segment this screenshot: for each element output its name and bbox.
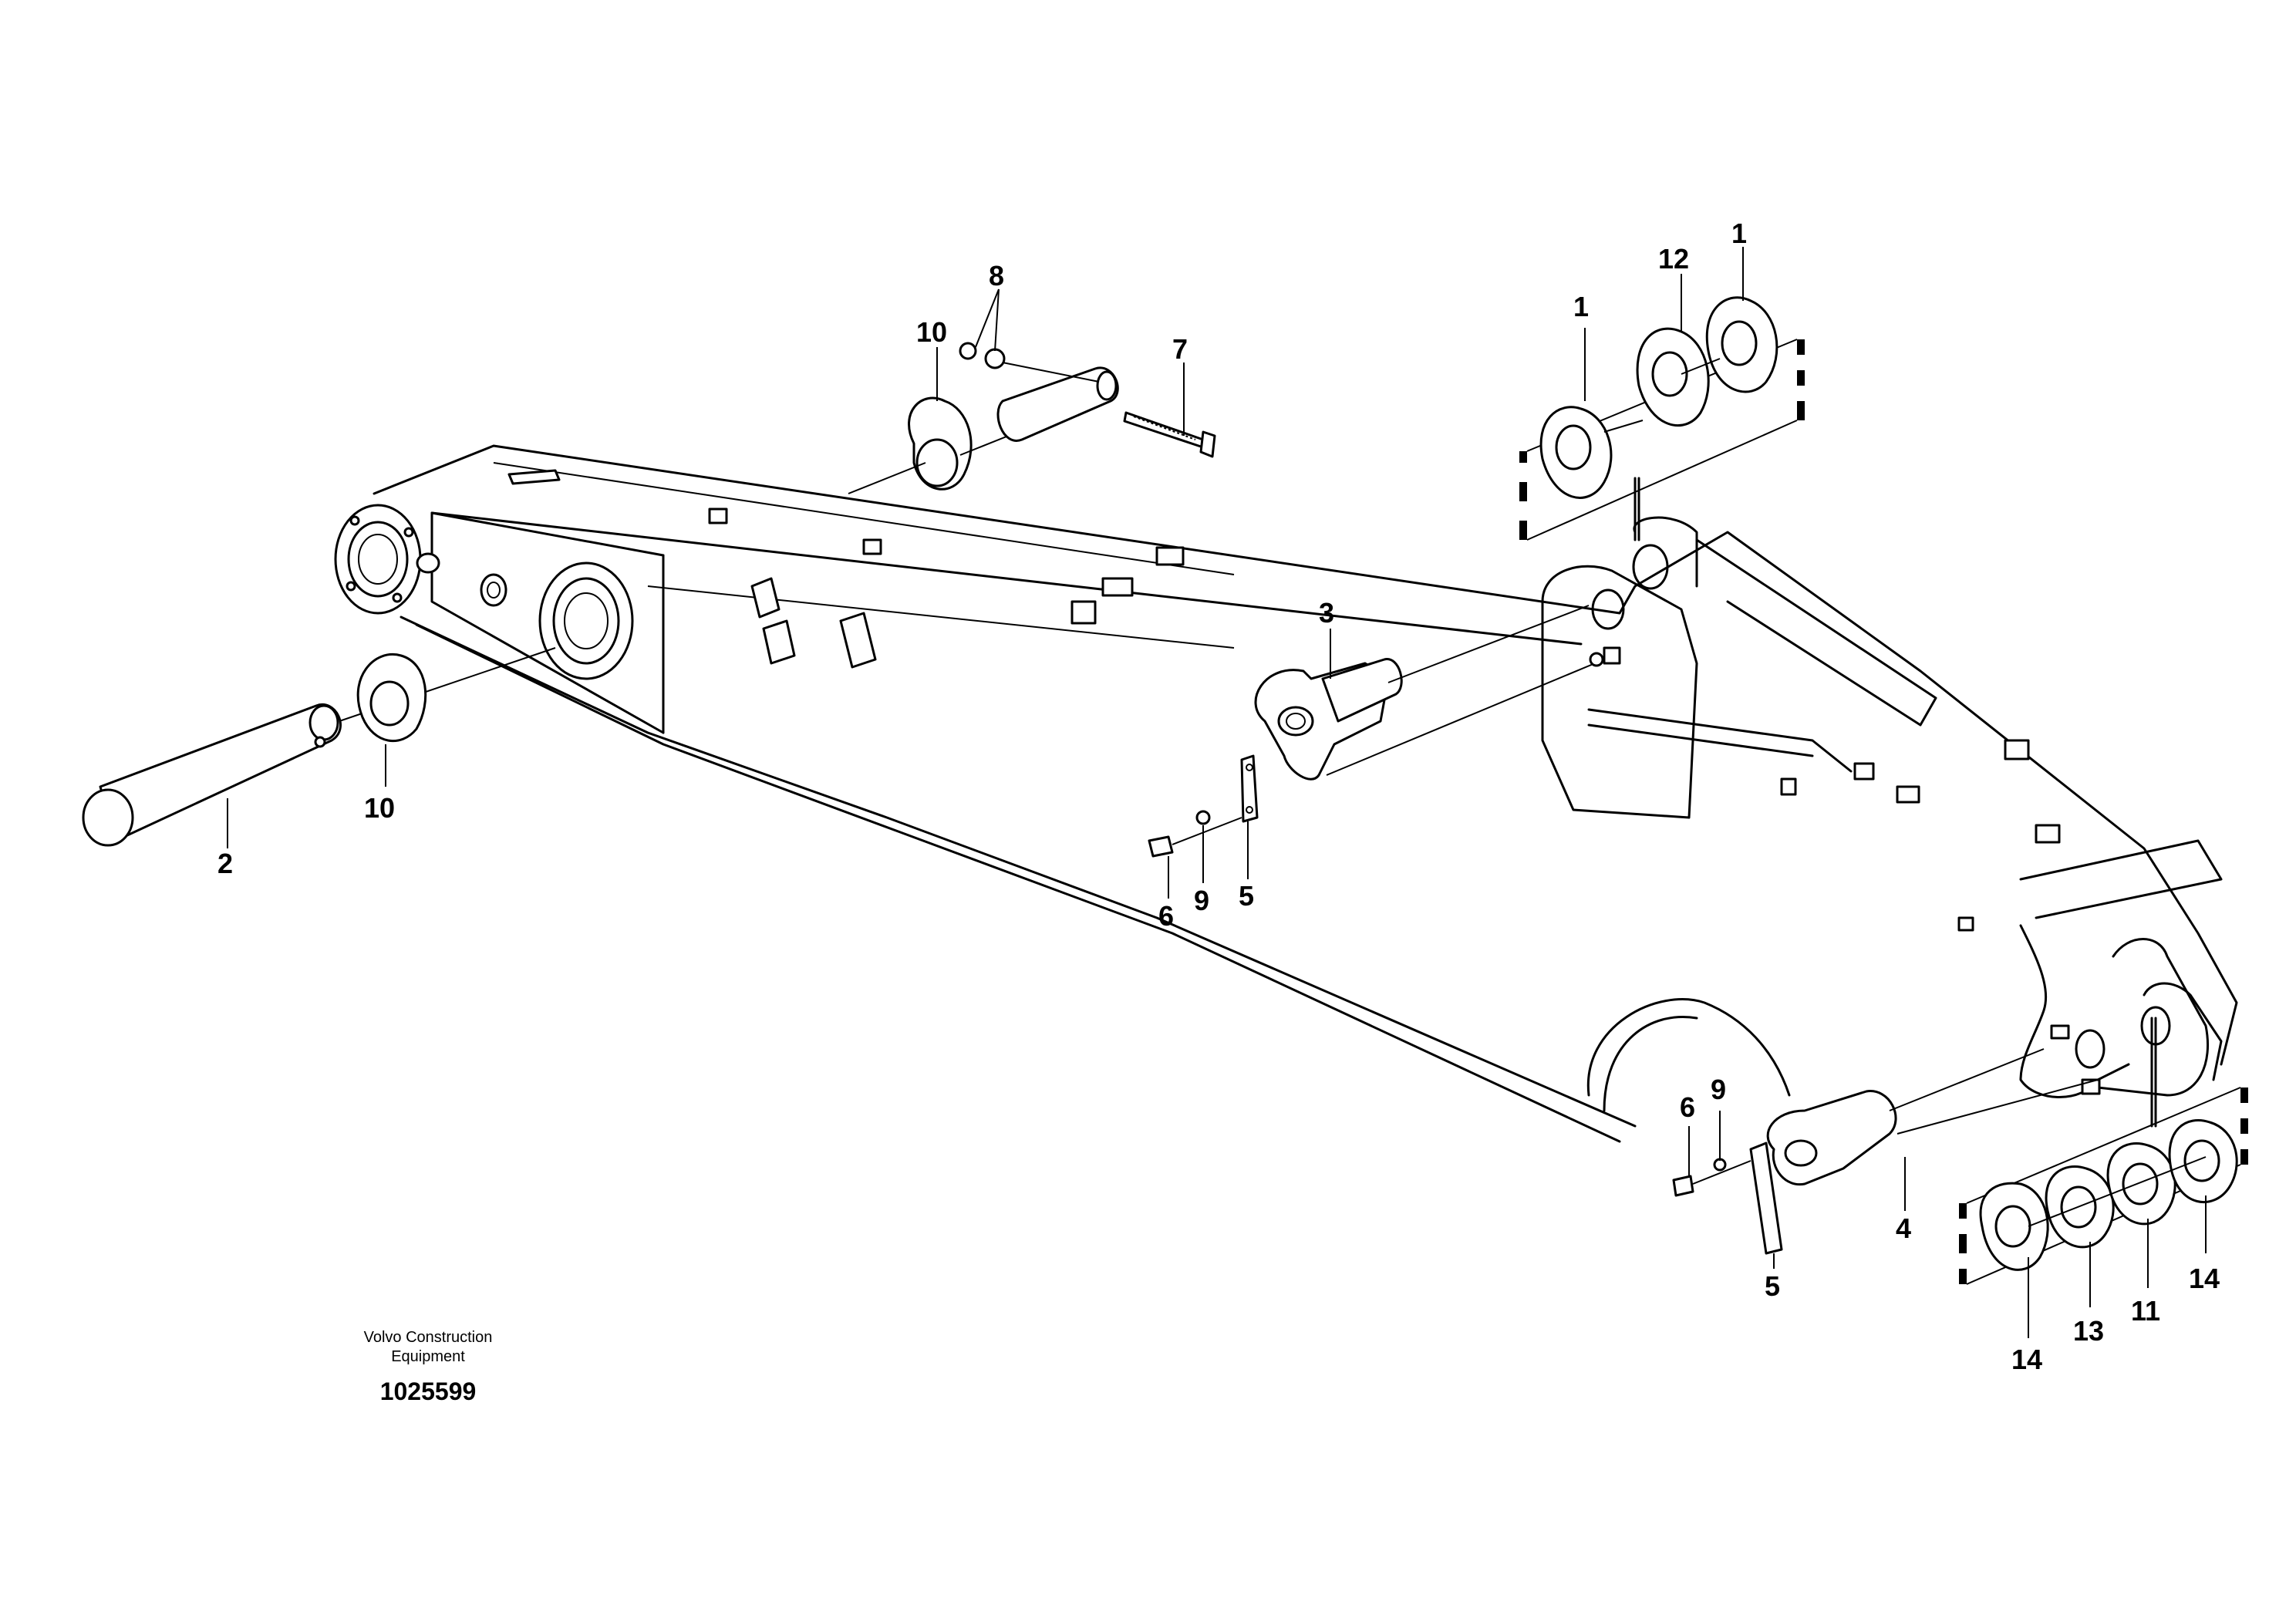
- callout-6-top: 6: [1158, 900, 1174, 932]
- callout-9-top: 9: [1194, 885, 1209, 916]
- shim-set-upper: [1519, 296, 1805, 541]
- callout-12: 12: [1658, 243, 1689, 275]
- callout-9-bottom: 9: [1711, 1074, 1726, 1105]
- pin-part-3: [1254, 605, 1605, 781]
- pin-sleeve: [959, 342, 1119, 442]
- callout-labels: 1 12 1 8 10 7 3 10 2 6 9 5 6 9 4 5 14 13…: [217, 218, 2220, 1375]
- callout-1-right: 1: [1731, 218, 1747, 249]
- callout-11: 11: [2131, 1295, 2160, 1327]
- washer-part-10-lower: [356, 653, 427, 742]
- callout-5-top: 5: [1239, 880, 1254, 912]
- boom-body: [373, 444, 2238, 1143]
- callout-10-bottom: 10: [364, 792, 395, 824]
- callout-1-left: 1: [1573, 291, 1589, 322]
- company-name-line1: Volvo Construction: [364, 1329, 493, 1346]
- bolt-part-7: [1123, 411, 1216, 458]
- lock-plate-part-5-upper: [1148, 754, 1259, 858]
- shim-set-lower: [1959, 1017, 2248, 1285]
- callout-13: 13: [2073, 1315, 2104, 1347]
- mounting-blocks: [507, 469, 2101, 1095]
- drawing-caption: Volvo Construction Equipment 1025599: [364, 1329, 493, 1405]
- callout-14-left: 14: [2011, 1344, 2042, 1375]
- callout-10-top: 10: [916, 316, 947, 348]
- callout-2: 2: [217, 848, 233, 879]
- callout-8: 8: [989, 260, 1004, 292]
- callout-3: 3: [1319, 597, 1334, 629]
- callout-4: 4: [1896, 1212, 1911, 1244]
- boom-foot: [334, 504, 634, 680]
- drawing-number: 1025599: [380, 1378, 477, 1405]
- callout-6-bottom: 6: [1680, 1091, 1695, 1123]
- leader-lines: [227, 247, 2207, 1338]
- callout-5-bottom: 5: [1765, 1270, 1780, 1302]
- pin-part-4: [1766, 1048, 2099, 1186]
- washer-part-10-upper: [848, 396, 1019, 494]
- company-name-line2: Equipment: [391, 1348, 465, 1365]
- callout-7: 7: [1172, 333, 1188, 365]
- foot-pin-part-2: [82, 647, 556, 847]
- lock-plate-part-5-lower: [1672, 1141, 1783, 1255]
- callout-14-right: 14: [2189, 1263, 2220, 1294]
